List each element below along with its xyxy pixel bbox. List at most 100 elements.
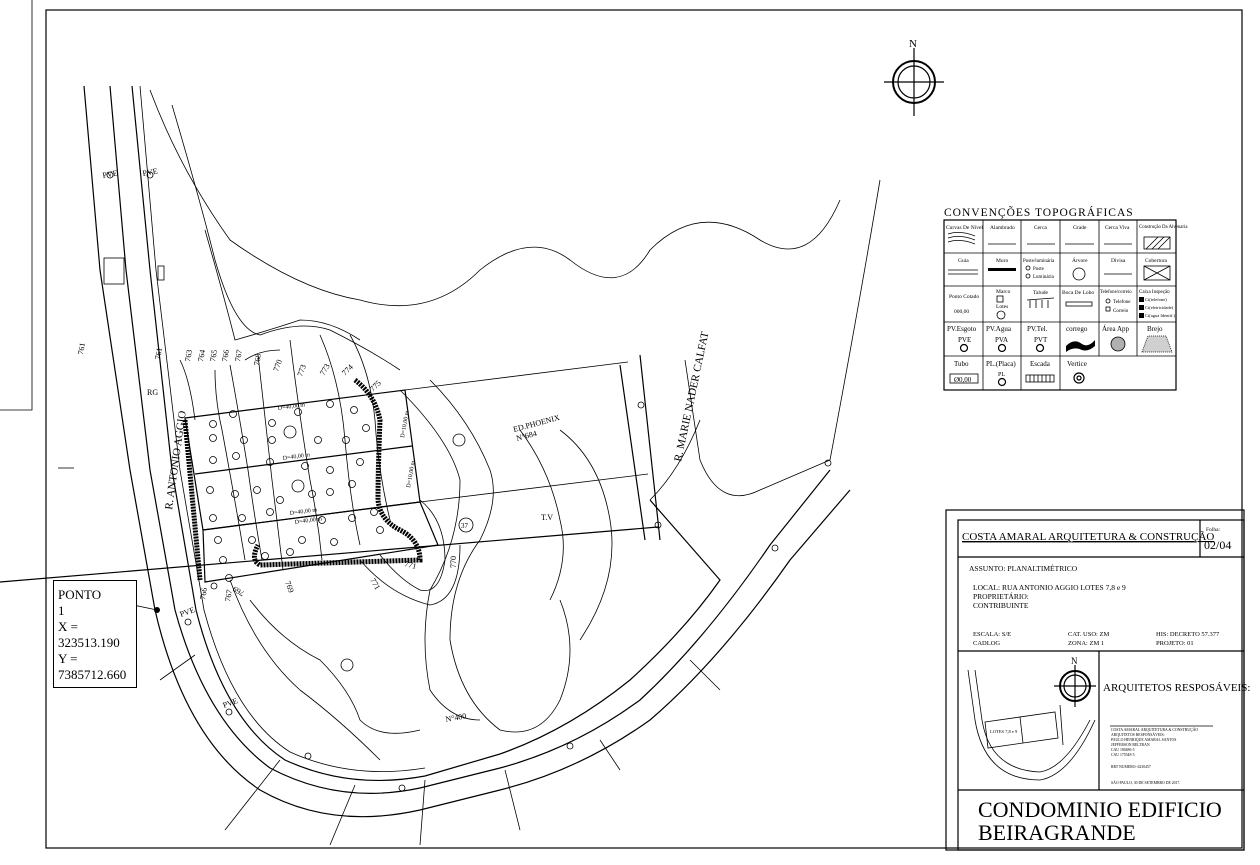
contour-label: 767 <box>233 349 244 362</box>
tv-label: T.V <box>541 513 553 522</box>
legend-cell: PV.Agua <box>986 325 1012 333</box>
contour-label: 768 <box>252 353 263 366</box>
legend-sub: Correio <box>1113 309 1129 314</box>
contour-label: 766 <box>220 349 231 362</box>
pve-label: PVE <box>102 168 119 180</box>
legend-sub: PVA <box>995 336 1008 344</box>
north-label: N <box>909 38 917 50</box>
lot-number-37: 37 <box>461 522 469 530</box>
contour-label: 764 <box>196 349 207 362</box>
lots <box>0 361 659 583</box>
ponto-number: 1 <box>58 603 65 618</box>
dim-label: D=10,00 m <box>400 410 411 438</box>
road-antonio-aggio <box>83 85 501 818</box>
ed-phoenix-label: ED.PHOENIX <box>512 413 561 434</box>
dim-label: D=40,00 m <box>282 452 310 462</box>
lotes-key-label: LOTES 7,8 e 9 <box>990 729 1018 735</box>
legend-cell: Telefone/correio <box>1100 290 1132 295</box>
legend-cell: Muro <box>996 258 1008 264</box>
legend-sub: PVT <box>1034 336 1048 344</box>
legend-cell: Guia <box>958 258 969 264</box>
cat-uso: CAT. USO: ZM <box>1068 631 1109 638</box>
sheet-border <box>45 9 1243 849</box>
road-features <box>103 171 832 792</box>
legend: CONVENÇÕES TOPOGRÁFICAS Curvas De Nível … <box>943 205 1188 391</box>
legend-cell: Cerca <box>1034 225 1047 231</box>
legend-cell: PV.Esgoto <box>947 325 977 333</box>
contour-label: 766 <box>198 587 209 600</box>
pve-label: PVE <box>222 696 239 710</box>
legend-cell: Talude <box>1033 290 1048 296</box>
legend-cell: Tubo <box>954 360 969 368</box>
dim-label: D=40,00 m <box>289 507 317 517</box>
ponto-x-value: 323513.190 <box>58 635 120 650</box>
legend-sub: 000,00 <box>954 309 969 315</box>
contour-label: 763 <box>183 349 194 362</box>
legend-sub: Telefone <box>1113 300 1131 305</box>
dim-label: D=40,00 m <box>277 402 305 412</box>
resp-line: CAU 175548-5 <box>1111 753 1135 757</box>
ponto-title: PONTO <box>58 587 102 602</box>
legend-sub: Lotes <box>996 304 1008 310</box>
legend-cell: Boca De Lobo <box>1062 290 1094 296</box>
ponto-y-label: Y = <box>58 651 78 666</box>
legend-cell: Ponto Cotado <box>949 294 979 300</box>
resp-line: JEFFERSON BELTRAN <box>1111 743 1150 747</box>
legend-cell: Vertice <box>1067 360 1087 368</box>
legend-sub: Luminária <box>1033 275 1055 280</box>
cadlog: CADLOG <box>973 640 1000 647</box>
legend-cell: Caixa Inspeção <box>1139 290 1170 295</box>
road-marie-nader <box>499 179 881 791</box>
proprietario: PROPRIETÁRIO: <box>973 591 1029 601</box>
contribuinte: CONTRIBUINTE <box>973 601 1029 610</box>
legend-cell: Brejo <box>1147 325 1163 333</box>
legend-cell: Divisa <box>1111 258 1126 264</box>
legend-cell: Construção Da Alvenaria <box>1139 225 1188 230</box>
ponto-x-label: X = <box>58 619 78 634</box>
contour-label: 761 <box>76 342 87 355</box>
legend-cell: Cobertura <box>1145 258 1168 264</box>
contour-label: 773 <box>295 363 308 377</box>
legend-cell: Alambrado <box>990 225 1015 231</box>
ponto-coordinates-panel: PONTO 1 X = 323513.190 Y = 7385712.660 <box>53 580 137 688</box>
map-labels: R. ANTONIO AGGIO R. MARIE NADER CALFAT E… <box>102 166 712 724</box>
legend-cell: PL.(Placa) <box>986 360 1016 368</box>
road-section-lines <box>159 654 721 846</box>
legend-sub: PVE <box>958 336 971 344</box>
condominio-title-2: BEIRAGRANDE <box>978 820 1136 845</box>
assunto: ASSUNTO: PLANALTIMÉTRICO <box>969 563 1078 573</box>
pve-label: PVE <box>179 605 196 619</box>
left-margin-line <box>0 0 33 411</box>
contour-label: 769 <box>283 580 296 594</box>
resp-line: ARQUITETOS RESPONSÁVEIS: <box>1111 732 1165 737</box>
ponto-y-value: 7385712.660 <box>58 667 127 682</box>
legend-cell: Grade <box>1073 225 1087 231</box>
contour-label: 770 <box>449 556 458 568</box>
legend-cell: Cerca Viva <box>1105 225 1130 231</box>
contour-label: 765 <box>208 349 219 362</box>
legend-sub: PL <box>998 372 1005 378</box>
trees <box>206 400 466 672</box>
condominio-title-1: CONDOMINIO EDIFICIO <box>978 797 1222 822</box>
legend-cell: Curvas De Nível <box>946 225 983 231</box>
legend-cell: corrego <box>1066 325 1088 333</box>
dim-label: D=40,00 m <box>294 516 322 526</box>
resp-line: SÃO PAULO, 30 DE SETEMBRO DE 2017. <box>1111 780 1180 786</box>
contour-label: 774 <box>340 363 355 378</box>
folha-label: Folha: <box>1206 527 1221 533</box>
contour-label: 771 <box>403 559 417 571</box>
north-arrow: N <box>884 38 944 116</box>
legend-cell: Árvore <box>1072 256 1088 264</box>
contour-label: 770 <box>271 358 284 372</box>
resp-line: COSTA AMARAL ARQUITETURA & CONSTRUÇÃO <box>1111 727 1198 732</box>
legend-sub: Ci(telefone) <box>1145 297 1167 302</box>
street-marie-nader: R. MARIE NADER CALFAT <box>672 330 711 462</box>
decreto: HIS: DECRETO 57.377 <box>1156 631 1220 638</box>
contour-lines <box>149 89 841 761</box>
legend-sub: Poste <box>1033 267 1045 272</box>
arquitetos-heading: ARQUITETOS RESPOSÁVEIS: <box>1103 682 1250 694</box>
title-block: COSTA AMARAL ARQUITETURA & CONSTRUÇÃO Fo… <box>945 509 1250 851</box>
legend-sub: Ci(eletricidade) <box>1145 305 1174 310</box>
contour-label: 773 <box>318 362 332 377</box>
